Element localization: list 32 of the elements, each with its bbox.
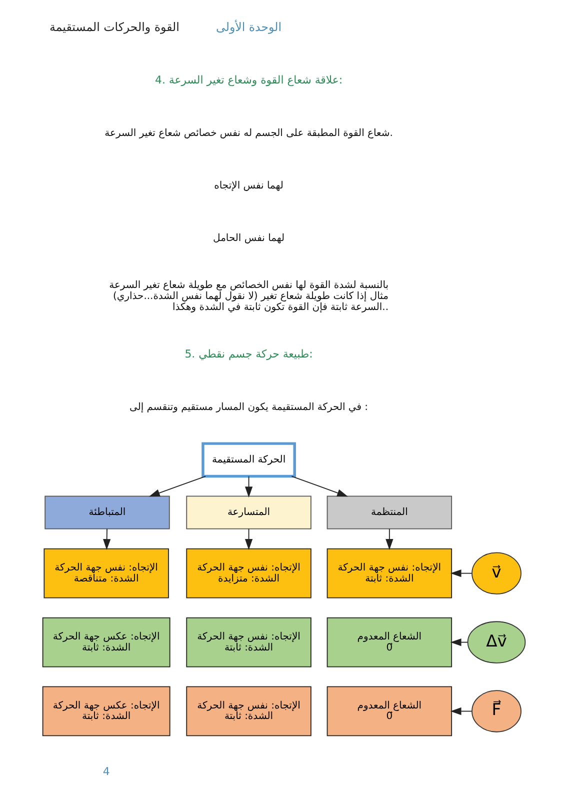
- node-box: المنتظمة: [326, 496, 452, 530]
- label: في الحركة المستقيمة يكون المسار مستقيم وتنقسم إلى :: [130, 402, 368, 413]
- label: 5. طبيعة حركة جسم نقطي:: [184, 347, 313, 360]
- label: شعاع القوة المطبقة على الجسم له نفس خصائص شعاع تغير السرعة.: [104, 128, 393, 139]
- arrow: [450, 570, 472, 578]
- label: لهما نفس الحامل: [213, 233, 285, 244]
- arrow: [291, 476, 348, 497]
- label: القوة والحركات المستقيمة: [50, 20, 180, 34]
- node-box: الإتجاه: نفس جهة الحركة الشدة: ثابتة: [186, 617, 312, 668]
- arrow: [386, 528, 394, 550]
- node-box: الإتجاه: عكس جهة الحركة الشدة: ثابتة: [42, 686, 170, 736]
- node-box: الإتجاه: نفس جهة الحركة الشدة: ثابتة: [326, 548, 452, 598]
- node-box: الإتجاه: نفس جهة الحركة الشدة: ثابتة: [186, 686, 312, 736]
- arrow: [148, 476, 206, 497]
- arrow: [244, 528, 253, 550]
- label: بالنسبة لشدة القوة لها نفس الخصائص مع طويلة شعاع تغير السرعة (لا نقول لهما نفس الشدة...حذاري) مثال إذا كانت طويلة شعاع تغير السرعة ثابتة فإن القوة تكون ثابتة في الشدة وهكذا..: [109, 280, 389, 313]
- node-ellipse: Δv⃗: [467, 621, 526, 664]
- node-box: المتباطئة: [44, 496, 170, 530]
- node-ellipse: v⃗: [472, 552, 522, 594]
- node-box: الإتجاه: نفس جهة الحركة الشدة: متزايدة: [186, 548, 312, 598]
- label: 4. علاقة شعاع القوة وشعاع تغير السرعة:: [155, 73, 343, 86]
- node-box: المتسارعة: [186, 496, 312, 530]
- label: الوحدة الأولى: [216, 20, 282, 34]
- label: 4: [102, 764, 110, 778]
- arrow: [103, 528, 111, 550]
- node-box: الإتجاه: نفس جهة الحركة الشدة: متناقصة: [44, 548, 169, 598]
- label: لهما نفس الإتجاه: [214, 180, 284, 192]
- node-box: الإتجاه: عكس جهة الحركة الشدة: ثابتة: [42, 617, 170, 668]
- node-box: الحركة المستقيمة: [202, 442, 296, 478]
- arrow: [450, 707, 472, 716]
- node-ellipse: F⃗: [472, 690, 522, 732]
- arrow: [244, 476, 253, 498]
